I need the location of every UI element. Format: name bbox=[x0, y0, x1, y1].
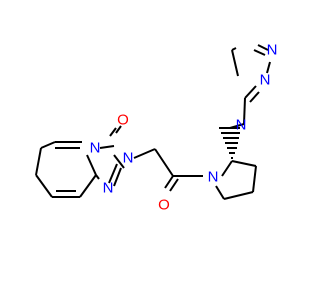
bond bbox=[133, 148, 156, 159]
atom-o-amide: O bbox=[158, 197, 170, 214]
bond bbox=[79, 174, 97, 198]
bond bbox=[113, 154, 125, 169]
bond bbox=[244, 85, 257, 99]
bond bbox=[231, 160, 257, 167]
atom-n-triazole-2: N bbox=[260, 72, 271, 89]
bond bbox=[35, 147, 42, 176]
bond bbox=[95, 174, 100, 180]
atom-n-ring-bridge: N bbox=[90, 140, 101, 157]
bond bbox=[229, 123, 245, 129]
atom-n-ring-1: N bbox=[103, 180, 114, 197]
atom-o-carbonyl-ring: O bbox=[117, 112, 129, 129]
bond bbox=[40, 141, 56, 149]
molecule-structure-diagram: O N N N O N N N N bbox=[35, 42, 278, 214]
bond bbox=[253, 49, 266, 56]
bond bbox=[99, 145, 115, 149]
atom-labels: O N N N O N N N N bbox=[90, 42, 278, 214]
stereo-hash-bond bbox=[219, 127, 240, 159]
atom-n-triazole-3: N bbox=[267, 42, 278, 59]
bond bbox=[113, 167, 122, 187]
bond bbox=[115, 125, 122, 134]
bond bbox=[35, 174, 53, 198]
bond bbox=[231, 47, 237, 51]
atom-n-triazole-1: N bbox=[236, 117, 247, 134]
bond bbox=[243, 97, 246, 125]
atom-n-pyrrolidine: N bbox=[208, 169, 219, 186]
bond bbox=[257, 44, 269, 51]
bond bbox=[252, 165, 257, 193]
bond bbox=[266, 61, 271, 74]
bond bbox=[215, 185, 225, 200]
bond bbox=[154, 148, 174, 177]
bonds bbox=[35, 44, 271, 200]
bond bbox=[164, 175, 174, 189]
bond bbox=[86, 154, 97, 176]
bond bbox=[231, 49, 239, 77]
bond bbox=[249, 91, 260, 103]
atom-n-ring-2: N bbox=[123, 150, 134, 167]
bond bbox=[221, 160, 233, 177]
bond bbox=[223, 191, 254, 200]
bond bbox=[169, 178, 179, 192]
bond bbox=[109, 127, 117, 137]
bond bbox=[108, 163, 118, 184]
